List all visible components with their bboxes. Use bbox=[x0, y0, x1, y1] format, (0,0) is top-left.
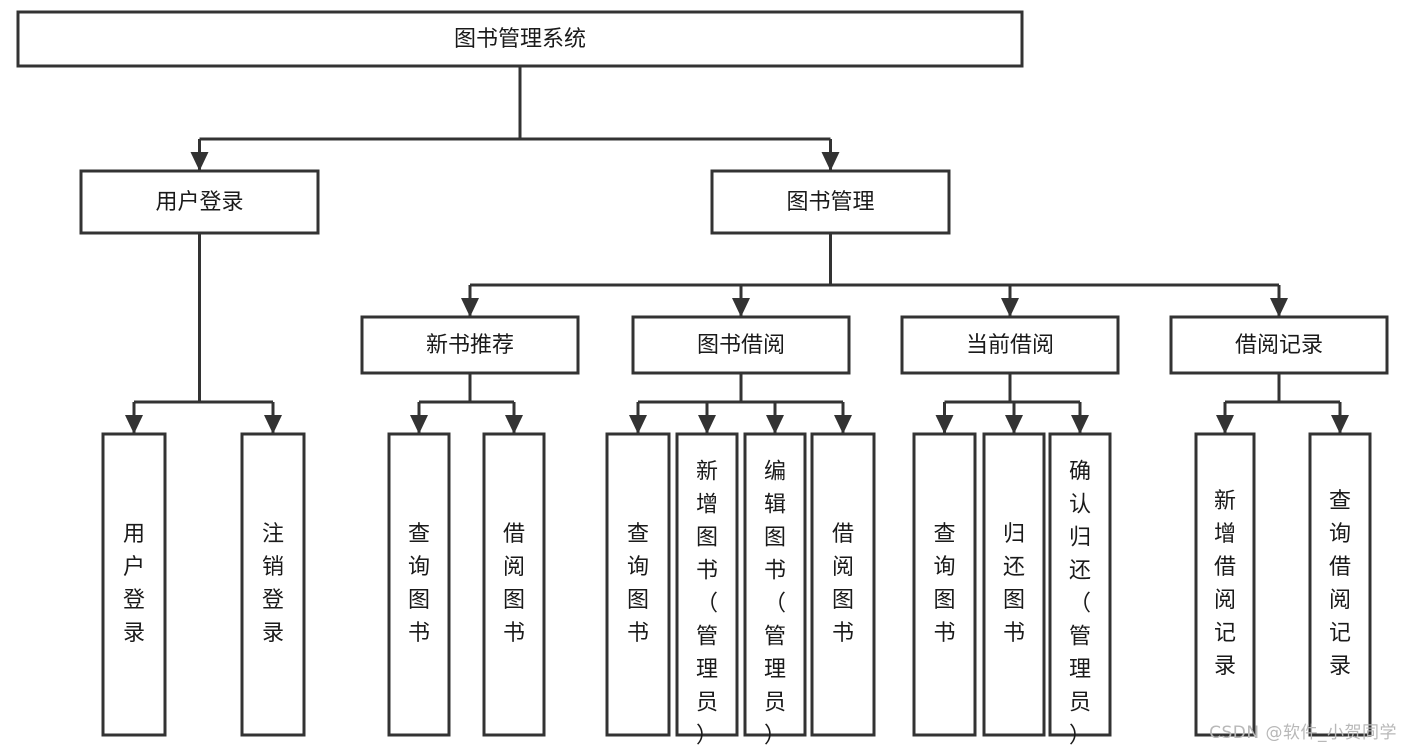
node-leaf-add-book[interactable]: 新增图书（管理员） bbox=[675, 432, 739, 747]
arrow-head-icon bbox=[629, 415, 647, 434]
node-label: 新增图书（管理员） bbox=[696, 458, 718, 747]
node-label: 确认归还（管理员） bbox=[1069, 458, 1091, 747]
node-label: 用户登录 bbox=[155, 189, 243, 214]
node-box bbox=[631, 315, 851, 375]
node-leaf-edit-book[interactable]: 编辑图书（管理员） bbox=[743, 432, 807, 747]
node-box bbox=[1169, 315, 1389, 375]
node-leaf-query-book-1[interactable]: 查询图书 bbox=[387, 432, 451, 737]
node-box bbox=[360, 315, 580, 375]
node-leaf-user-logout[interactable]: 注销登录 bbox=[240, 432, 306, 737]
arrow-head-icon bbox=[766, 415, 784, 434]
arrow-head-icon bbox=[505, 415, 523, 434]
arrow-head-icon bbox=[190, 152, 209, 171]
arrow-head-icon bbox=[834, 415, 852, 434]
node-leaf-user-login[interactable]: 用户登录 bbox=[101, 432, 167, 737]
arrow-head-icon bbox=[698, 415, 716, 434]
node-leaf-query-book-3[interactable]: 查询图书 bbox=[912, 432, 977, 737]
arrow-head-icon bbox=[732, 298, 750, 317]
node-book-borrow[interactable]: 图书借阅 bbox=[631, 315, 851, 375]
arrow-head-icon bbox=[1001, 298, 1019, 317]
edge-group-current-borrow bbox=[935, 373, 1089, 434]
node-root[interactable]: 图书管理系统 bbox=[16, 10, 1024, 68]
edge-group-user-login bbox=[125, 233, 282, 434]
node-box bbox=[1048, 432, 1112, 737]
node-box bbox=[240, 432, 306, 737]
arrow-head-icon bbox=[410, 415, 428, 434]
arrow-head-icon bbox=[1216, 415, 1234, 434]
node-label: 编辑图书（管理员） bbox=[764, 458, 786, 747]
arrow-head-icon bbox=[1071, 415, 1089, 434]
node-label: 新书推荐 bbox=[426, 332, 514, 357]
node-leaf-borrow-book-1[interactable]: 借阅图书 bbox=[482, 432, 546, 737]
node-box bbox=[482, 432, 546, 737]
edge-group-book-manage bbox=[461, 233, 1288, 317]
node-leaf-query-book-2[interactable]: 查询图书 bbox=[605, 432, 671, 737]
arrow-head-icon bbox=[264, 415, 282, 434]
node-leaf-query-record[interactable]: 查询借阅记录 bbox=[1308, 432, 1372, 737]
node-box bbox=[912, 432, 977, 737]
node-label: 图书管理系统 bbox=[454, 26, 586, 51]
arrow-head-icon bbox=[125, 415, 143, 434]
node-box bbox=[1194, 432, 1256, 737]
node-box bbox=[900, 315, 1120, 375]
node-label: 查询借阅记录 bbox=[1329, 488, 1351, 678]
node-box bbox=[16, 10, 1024, 68]
edge-group-borrow-record bbox=[1216, 373, 1349, 434]
node-label: 注销登录 bbox=[262, 521, 284, 645]
node-borrow-record[interactable]: 借阅记录 bbox=[1169, 315, 1389, 375]
node-label: 新增借阅记录 bbox=[1214, 488, 1236, 678]
node-label: 用户登录 bbox=[123, 521, 145, 645]
node-label: 查询图书 bbox=[627, 521, 649, 645]
node-layer: 图书管理系统用户登录图书管理新书推荐图书借阅当前借阅借阅记录用户登录注销登录查询… bbox=[16, 10, 1389, 747]
node-box bbox=[1308, 432, 1372, 737]
node-box bbox=[710, 169, 951, 235]
node-label: 当前借阅 bbox=[966, 332, 1054, 357]
node-label: 归还图书 bbox=[1003, 521, 1025, 645]
arrow-head-icon bbox=[821, 152, 840, 171]
node-current-borrow[interactable]: 当前借阅 bbox=[900, 315, 1120, 375]
node-leaf-borrow-book-2[interactable]: 借阅图书 bbox=[810, 432, 876, 737]
node-box bbox=[101, 432, 167, 737]
edge-group-book-borrow bbox=[629, 373, 852, 434]
arrow-head-icon bbox=[461, 298, 479, 317]
edge-group-new-book-rec bbox=[410, 373, 523, 434]
node-label: 查询图书 bbox=[933, 521, 955, 645]
node-label: 借阅图书 bbox=[503, 521, 525, 645]
node-label: 图书管理 bbox=[786, 189, 874, 214]
node-new-book-rec[interactable]: 新书推荐 bbox=[360, 315, 580, 375]
node-leaf-return-book[interactable]: 归还图书 bbox=[982, 432, 1046, 737]
node-label: 查询图书 bbox=[408, 521, 430, 645]
node-user-login[interactable]: 用户登录 bbox=[79, 169, 320, 235]
node-box bbox=[675, 432, 739, 737]
arrow-head-icon bbox=[935, 415, 954, 434]
edge-group-root bbox=[190, 66, 840, 171]
arrow-head-icon bbox=[1005, 415, 1023, 434]
node-box bbox=[982, 432, 1046, 737]
node-box bbox=[605, 432, 671, 737]
node-leaf-add-record[interactable]: 新增借阅记录 bbox=[1194, 432, 1256, 737]
node-box bbox=[743, 432, 807, 737]
node-label: 借阅记录 bbox=[1235, 332, 1323, 357]
node-book-manage[interactable]: 图书管理 bbox=[710, 169, 951, 235]
node-label: 借阅图书 bbox=[832, 521, 854, 645]
node-box bbox=[79, 169, 320, 235]
connector-layer bbox=[125, 66, 1349, 434]
node-leaf-confirm-return[interactable]: 确认归还（管理员） bbox=[1048, 432, 1112, 747]
node-box bbox=[810, 432, 876, 737]
node-label: 图书借阅 bbox=[697, 332, 785, 357]
arrow-head-icon bbox=[1270, 298, 1288, 317]
node-box bbox=[387, 432, 451, 737]
arrow-head-icon bbox=[1331, 415, 1349, 434]
